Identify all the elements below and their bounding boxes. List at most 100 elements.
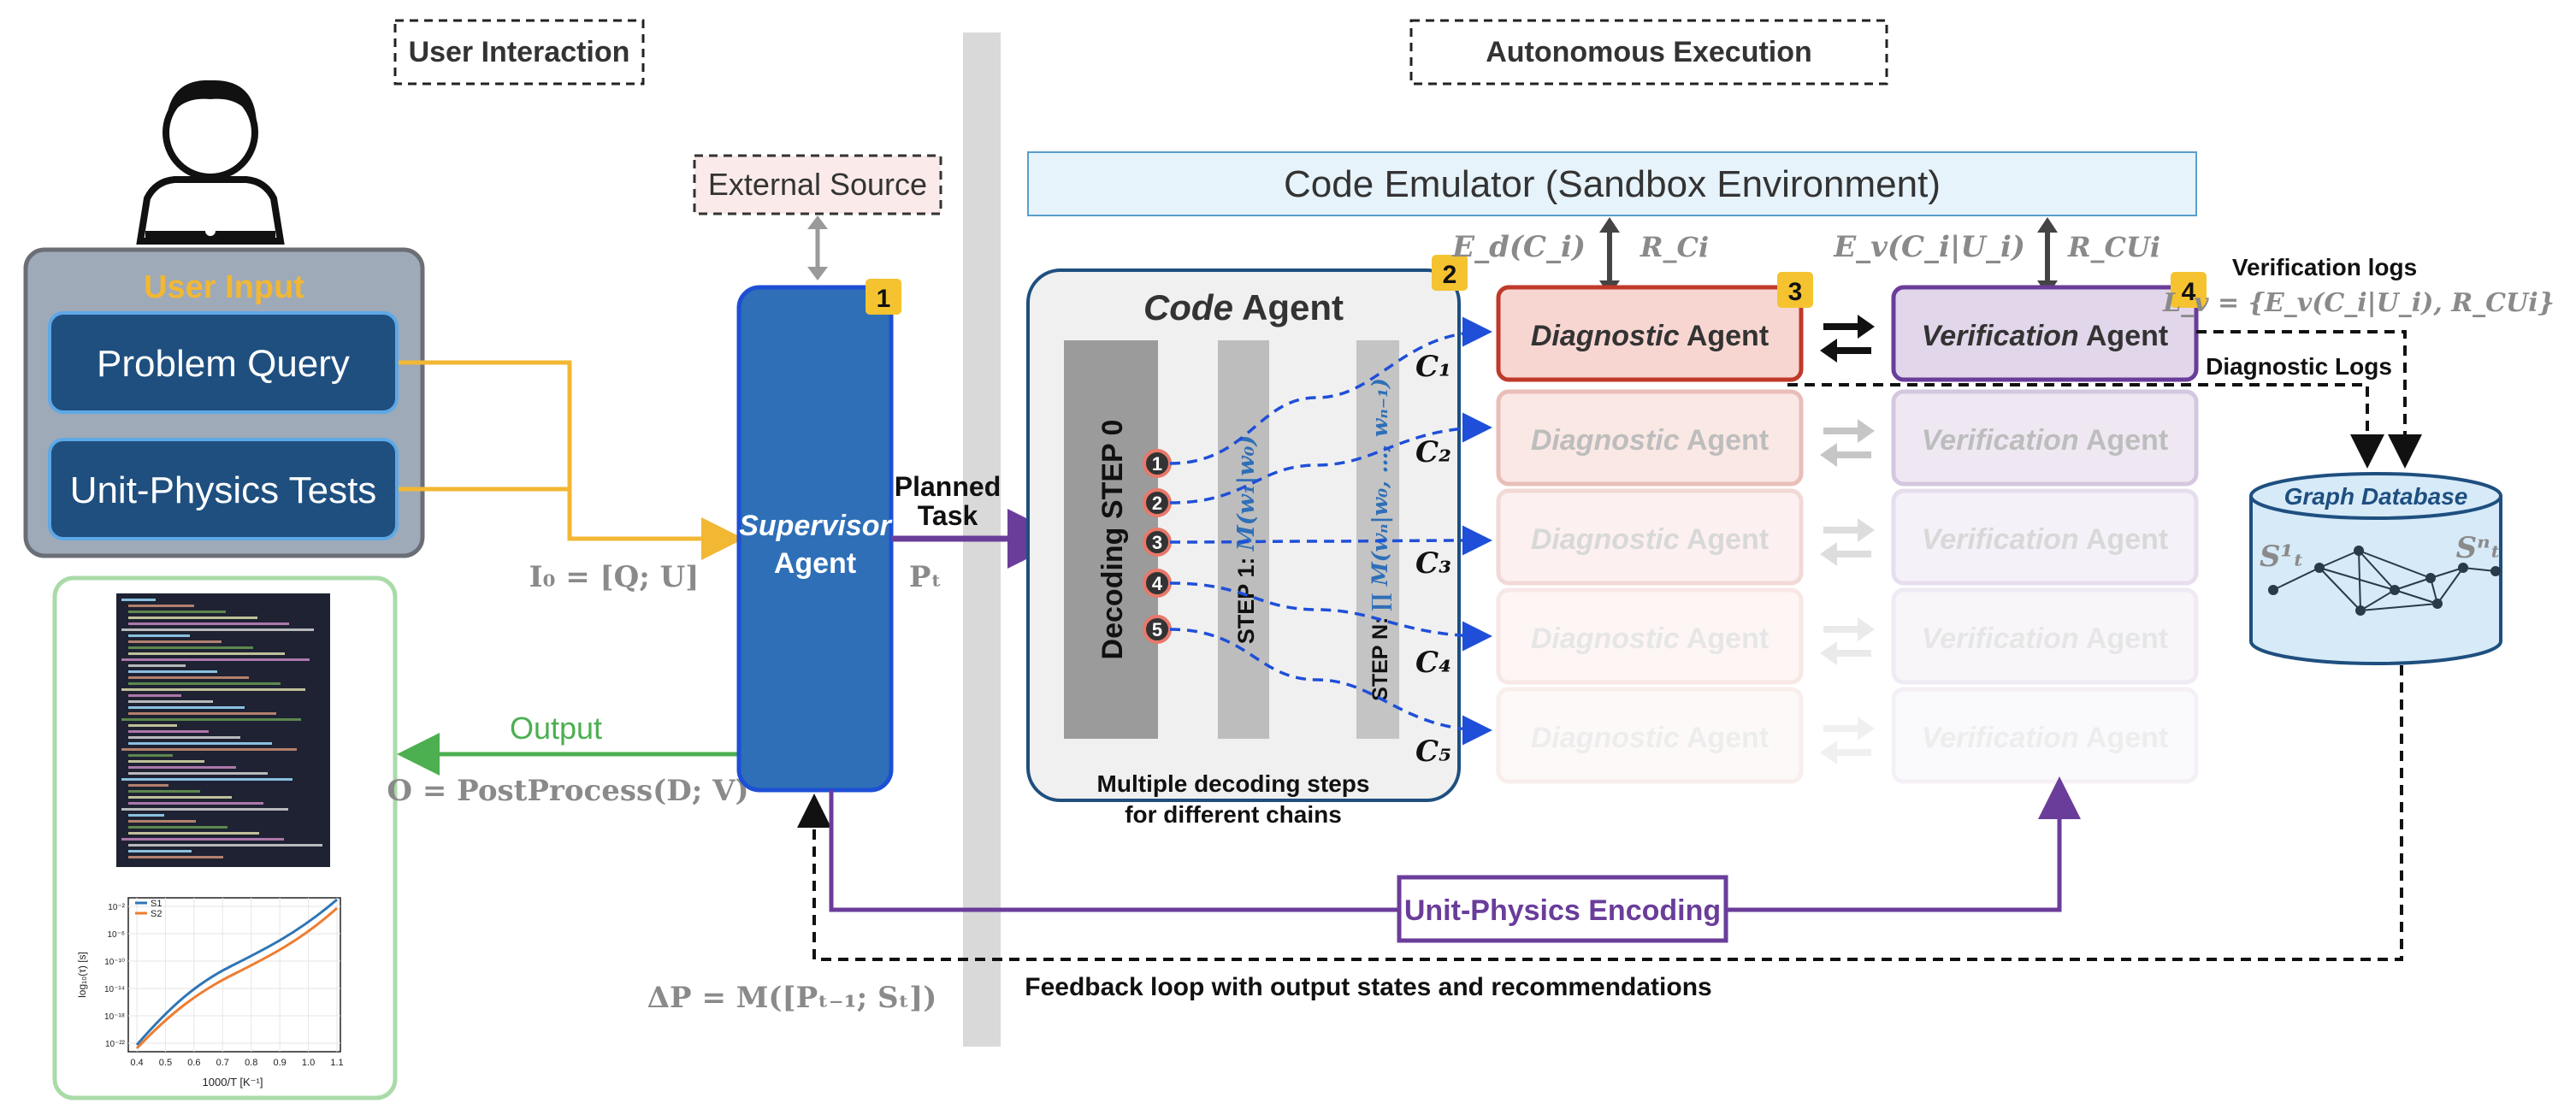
code-agent-badge: 2 <box>1443 261 1457 289</box>
diagnostic-agent-label-rest: Agent <box>1680 622 1770 655</box>
decoding-node: 4 <box>1143 569 1172 598</box>
code-line <box>128 826 227 829</box>
diagnostic-agent-label-italic: Diagnostic <box>1531 622 1680 655</box>
code-line <box>128 742 272 745</box>
supervisor-badge: 1 <box>877 285 891 313</box>
graph-edge <box>2319 567 2396 591</box>
plot-ytick: 10⁻²² <box>105 1040 126 1049</box>
svg-text:Diagnostic Agent: Diagnostic Agent <box>1531 523 1769 556</box>
code-emulator-banner: Code Emulator (Sandbox Environment) <box>1027 151 2197 216</box>
unit-physics-tests-label: Unit-Physics Tests <box>70 469 377 511</box>
graph-node <box>2425 573 2436 583</box>
supervisor-label-2: Agent <box>774 547 856 580</box>
svg-text:Diagnostic Agent: Diagnostic Agent <box>1531 722 1769 754</box>
code-line <box>128 652 285 655</box>
verification-agent-label-italic: Verification <box>1922 424 2079 457</box>
code-line <box>121 628 314 631</box>
code-line <box>128 766 236 769</box>
code-line <box>128 676 249 679</box>
problem-query-label: Problem Query <box>97 343 350 385</box>
delta-formula: ΔP = M([Pₜ₋₁; Sₜ]) <box>647 981 937 1015</box>
decoding-node: 3 <box>1143 528 1172 557</box>
verification-agent: Verification Agent <box>1891 488 2199 586</box>
decoding-node-label: 3 <box>1152 532 1162 553</box>
code-agent-title-rest: Agent <box>1233 287 1344 327</box>
code-line <box>121 599 156 601</box>
decoding-node-label: 2 <box>1152 493 1162 514</box>
code-line <box>128 706 245 709</box>
code-line <box>128 814 164 817</box>
code-line <box>121 658 310 661</box>
svg-text:Verification Agent: Verification Agent <box>1922 523 2168 556</box>
verification-agent: Verification Agent <box>1891 687 2199 784</box>
graph-edge <box>2462 567 2496 572</box>
chain-path <box>1169 316 1492 465</box>
external-source-connector <box>807 215 828 280</box>
plot-xtick: 0.8 <box>245 1058 257 1068</box>
verification-agent-label-italic: Verification <box>1922 722 2079 754</box>
graph-node <box>2490 566 2501 576</box>
plot-xtick: 0.5 <box>159 1058 172 1068</box>
stepn-prefix: STEP N: <box>1368 611 1392 701</box>
plot-ytick: 10⁻¹⁴ <box>104 985 125 994</box>
code-line <box>128 730 209 733</box>
verification-result-formula: R_CUi <box>2067 231 2160 263</box>
diagnostic-agent-label-italic: Diagnostic <box>1531 722 1680 754</box>
verification-exec-link: E_v(C_i|U_i) R_CUi <box>1833 217 2160 296</box>
code-agent: Code Agent 2 Decoding STEP 0 STEP 1: M(w… <box>1026 255 1492 828</box>
diagnostic-agent-label-rest: Agent <box>1680 523 1770 556</box>
plot-legend-s2: S2 <box>151 909 162 919</box>
diagnostic-agent: Diagnostic Agent <box>1496 285 1804 382</box>
verification-logs-formula: L_v = {E_v(C_i|U_i), R_CUi} <box>2162 288 2555 318</box>
plot-xtick: 0.4 <box>130 1058 143 1068</box>
plot-ytick: 10⁻¹⁸ <box>104 1012 125 1022</box>
verification-agent-label-rest: Agent <box>2079 722 2169 754</box>
graph-edge <box>2394 577 2431 591</box>
exchange-icon <box>1820 315 1875 363</box>
plot-ytick: 10⁻² <box>108 903 125 912</box>
code-line <box>128 700 213 703</box>
plot-legend-s1: S1 <box>151 899 162 909</box>
chain-label: C₄ <box>1415 646 1451 680</box>
plot-ylabel: log₁₀(τ) [s] <box>76 952 88 998</box>
code-line <box>121 718 301 721</box>
chain-label: C₁ <box>1415 350 1451 384</box>
diagnostic-agent-label-rest: Agent <box>1680 722 1770 754</box>
verification-agent-label-italic: Verification <box>1922 523 2079 556</box>
code-line <box>128 664 186 667</box>
feedback-loop-label: Feedback loop with output states and rec… <box>1025 973 1711 1001</box>
plot-ytick: 10⁻¹⁰ <box>104 958 125 967</box>
code-line <box>121 838 284 841</box>
code-line <box>128 724 177 727</box>
plot-xtick: 1.0 <box>302 1058 315 1068</box>
graph-node <box>2458 563 2468 573</box>
diagnostic-agent-label-italic: Diagnostic <box>1531 523 1680 556</box>
diagnostic-agent: Diagnostic Agent <box>1496 389 1804 487</box>
logs-connectors <box>1787 330 2422 469</box>
agent-row: Diagnostic Agent Verification Agent <box>1496 488 2199 586</box>
planned-task-line1: Planned <box>895 471 1001 502</box>
plot-series-s2 <box>135 906 339 1050</box>
code-emulator-label: Code Emulator (Sandbox Environment) <box>1284 163 1941 205</box>
verification-agent-label-rest: Agent <box>2079 320 2169 352</box>
graph-edge <box>2360 589 2396 611</box>
code-line <box>128 754 173 757</box>
plot-ytick: 10⁻⁶ <box>107 930 125 940</box>
output-label: Output <box>510 711 602 746</box>
code-line <box>121 688 305 691</box>
graph-edge <box>2437 567 2464 605</box>
decoding-node-label: 4 <box>1152 573 1163 594</box>
supervisor-label-1: Supervisor <box>739 510 892 542</box>
graph-node <box>2314 563 2325 573</box>
header-user-interaction: User Interaction <box>393 19 645 86</box>
svg-text:Diagnostic Agent: Diagnostic Agent <box>1531 424 1769 457</box>
code-line <box>128 772 268 775</box>
diagnostic-exec-formula: E_d(C_i) <box>1451 230 1586 264</box>
planned-task-formula: Pₜ <box>909 560 942 594</box>
